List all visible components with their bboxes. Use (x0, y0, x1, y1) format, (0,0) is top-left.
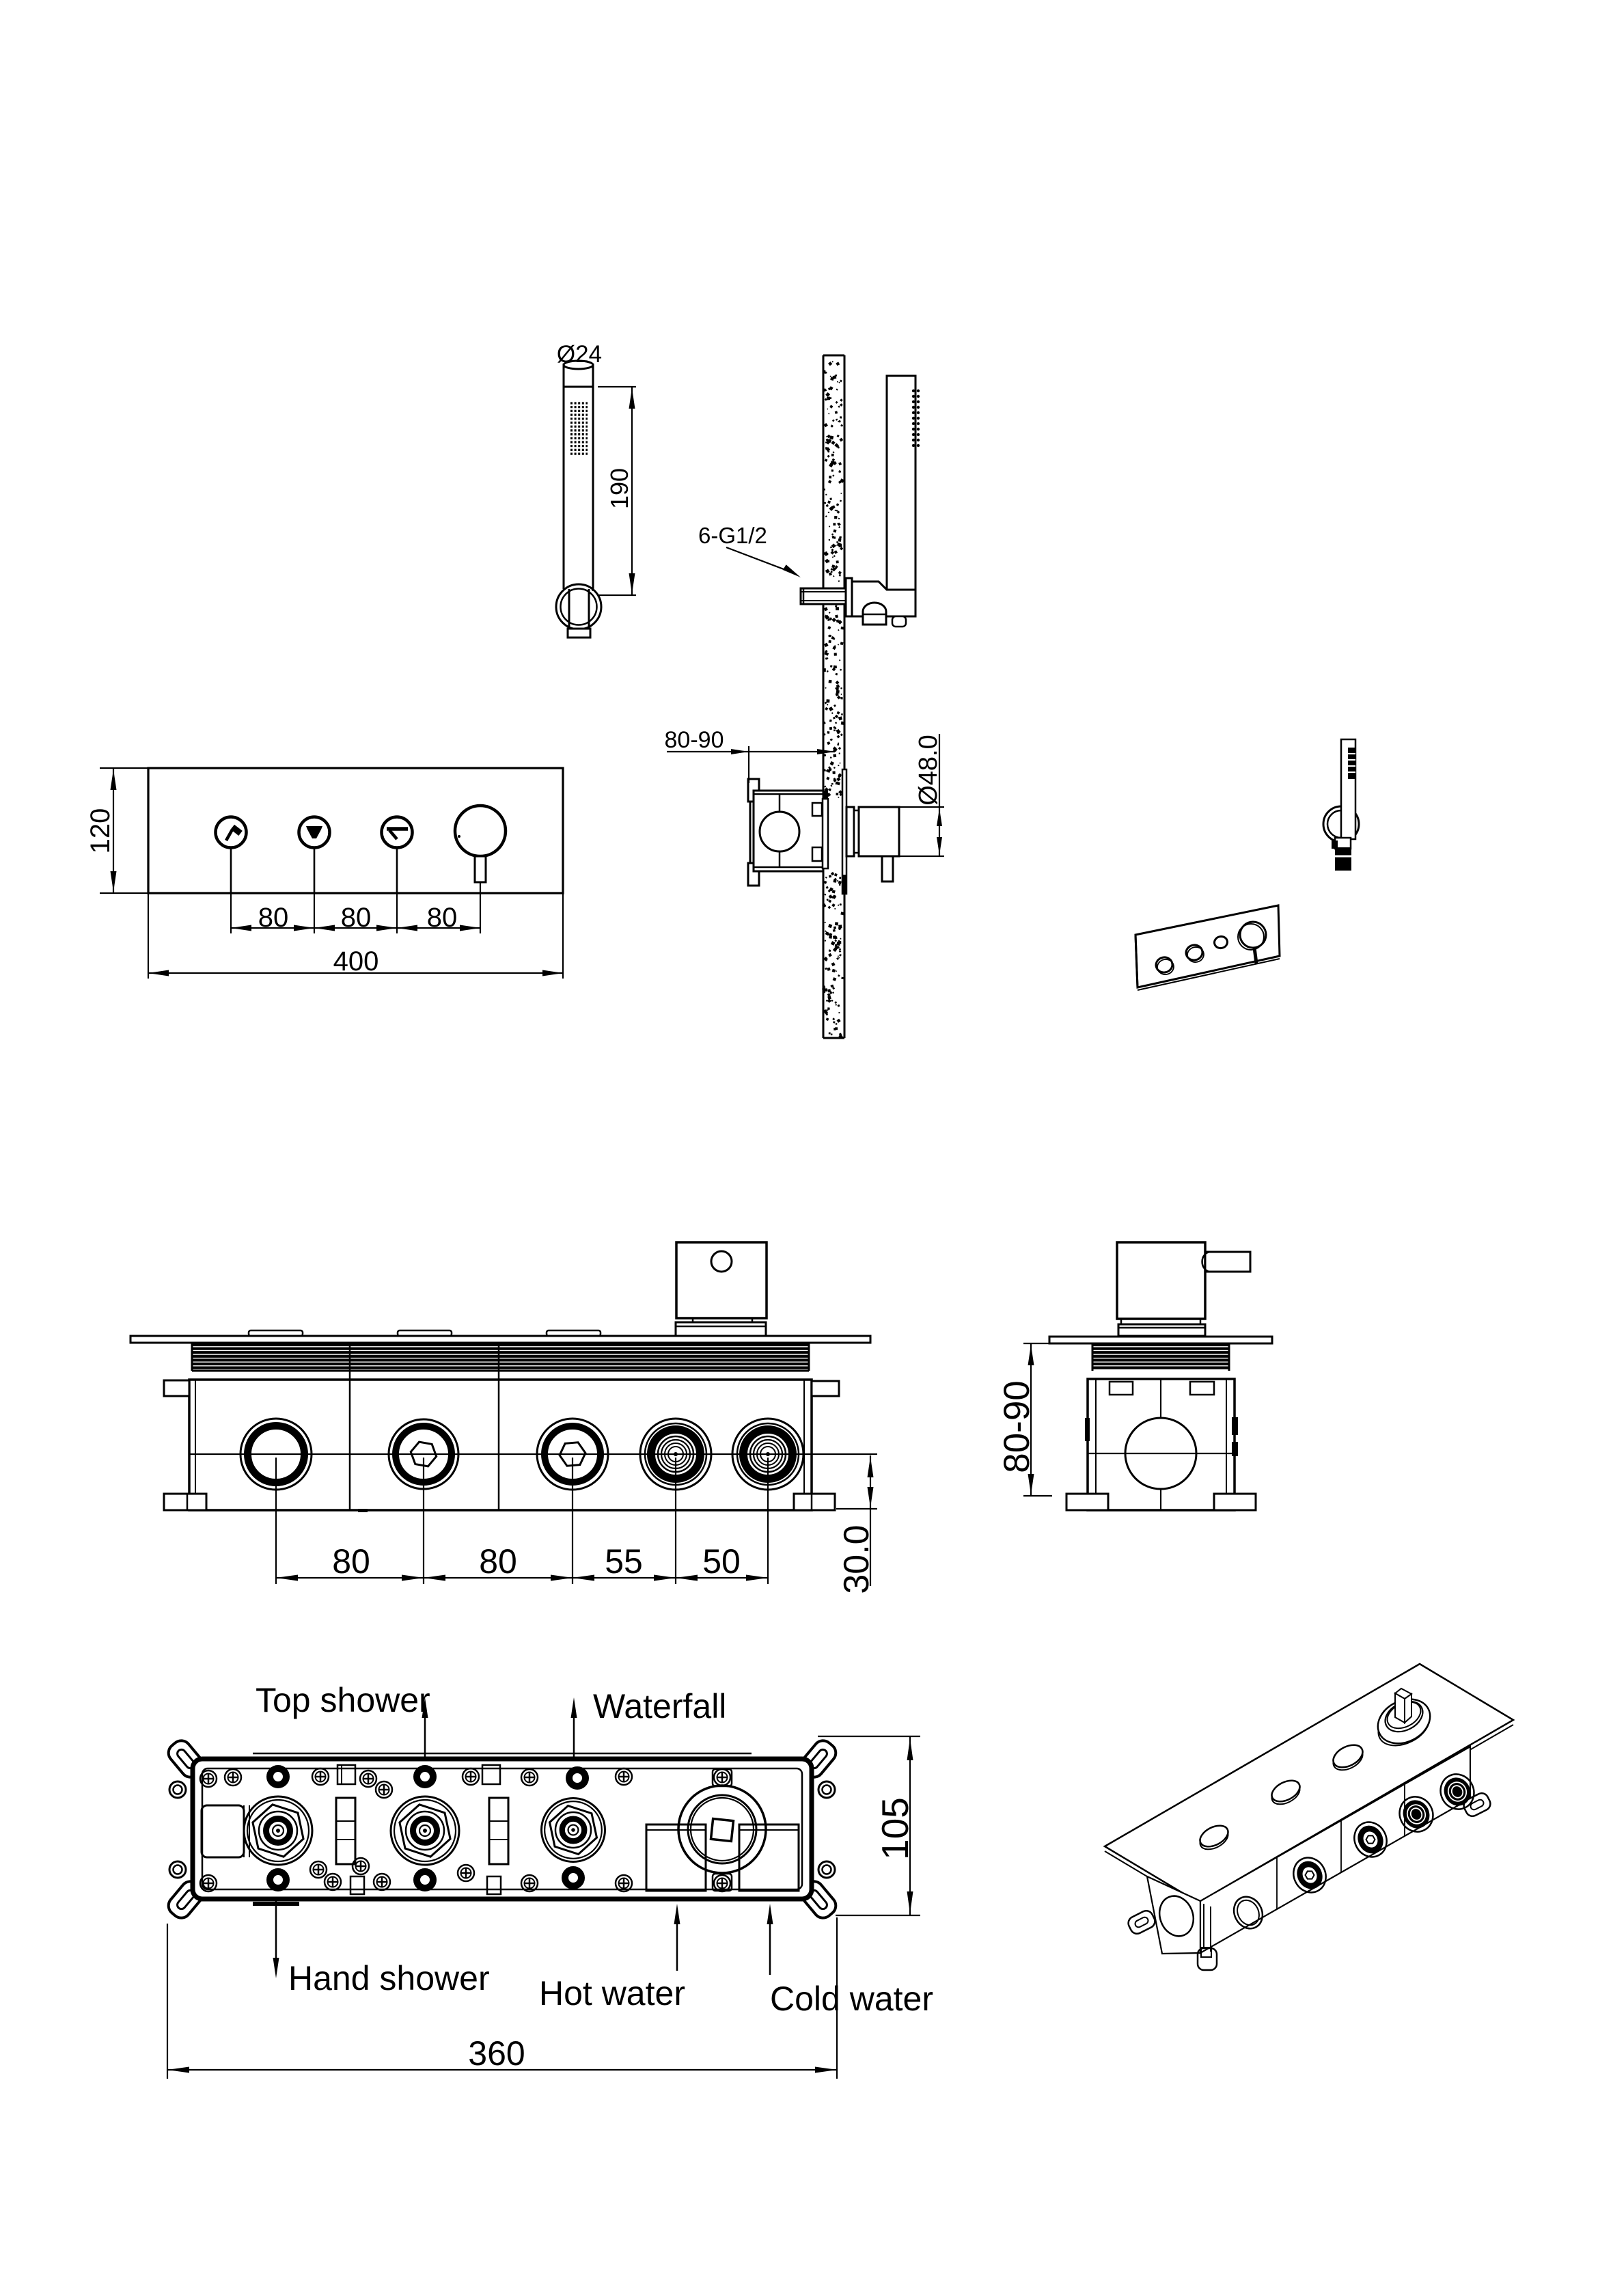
svg-text:105: 105 (874, 1797, 916, 1860)
svg-text:Cold water: Cold water (770, 1980, 933, 2018)
svg-text:120: 120 (85, 808, 115, 854)
svg-text:80: 80 (479, 1542, 517, 1581)
svg-text:80-90: 80-90 (665, 727, 724, 753)
svg-text:Hot water: Hot water (539, 1974, 685, 2012)
svg-text:Top shower: Top shower (256, 1681, 430, 1719)
svg-text:Ø24: Ø24 (557, 341, 602, 368)
svg-text:55: 55 (605, 1542, 643, 1581)
svg-text:80: 80 (332, 1542, 370, 1581)
svg-text:360: 360 (468, 2034, 525, 2073)
svg-text:80-90: 80-90 (997, 1380, 1037, 1473)
svg-text:Ø48.0: Ø48.0 (914, 735, 943, 806)
svg-text:80: 80 (427, 903, 458, 933)
svg-text:400: 400 (333, 946, 379, 976)
svg-text:190: 190 (605, 468, 633, 509)
svg-text:Hand shower: Hand shower (288, 1959, 490, 1997)
svg-text:30.0: 30.0 (837, 1525, 877, 1594)
svg-text:Waterfall: Waterfall (593, 1687, 726, 1725)
svg-text:50: 50 (702, 1542, 741, 1581)
svg-text:80: 80 (341, 903, 372, 933)
svg-text:80: 80 (258, 903, 289, 933)
svg-text:6-G1/2: 6-G1/2 (698, 523, 767, 548)
